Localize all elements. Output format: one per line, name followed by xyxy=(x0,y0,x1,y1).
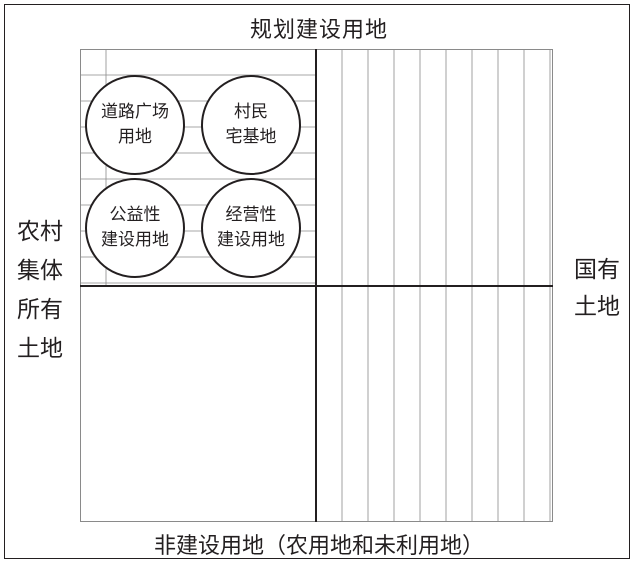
quadrant-plot: 道路广场 用地 村民 宅基地 公益性 建设用地 经营性 建设用地 xyxy=(80,49,553,522)
right-label-line: 土地 xyxy=(574,294,620,320)
circle-text: 公益性 xyxy=(109,205,161,225)
left-label-line: 农村 xyxy=(17,219,63,245)
circle-road-square-land: 道路广场 用地 xyxy=(85,75,185,175)
outer-frame xyxy=(4,4,630,559)
circle-text: 村民 xyxy=(234,102,268,122)
circle-text: 道路广场 xyxy=(101,102,169,122)
top-axis-label: 规划建设用地 xyxy=(249,18,388,43)
bottom-axis-label: 非建设用地（农用地和未利用地） xyxy=(153,534,484,559)
left-label-line: 集体 xyxy=(17,258,63,284)
left-label-line: 土地 xyxy=(17,336,63,362)
right-label-line: 国有 xyxy=(574,257,620,283)
circle-text: 用地 xyxy=(118,127,152,147)
circle-text: 经营性 xyxy=(225,205,277,225)
circle-text: 建设用地 xyxy=(217,230,285,250)
left-axis-label: 农村 集体 所有 土地 xyxy=(10,213,70,369)
left-label-line: 所有 xyxy=(17,297,63,323)
circle-homestead-land: 村民 宅基地 xyxy=(201,75,301,175)
circle-commercial-construction-land: 经营性 建设用地 xyxy=(201,178,301,278)
right-axis-label: 国有 土地 xyxy=(565,252,629,326)
circle-text: 宅基地 xyxy=(225,127,277,147)
circle-public-construction-land: 公益性 建设用地 xyxy=(85,178,185,278)
circle-text: 建设用地 xyxy=(101,230,169,250)
